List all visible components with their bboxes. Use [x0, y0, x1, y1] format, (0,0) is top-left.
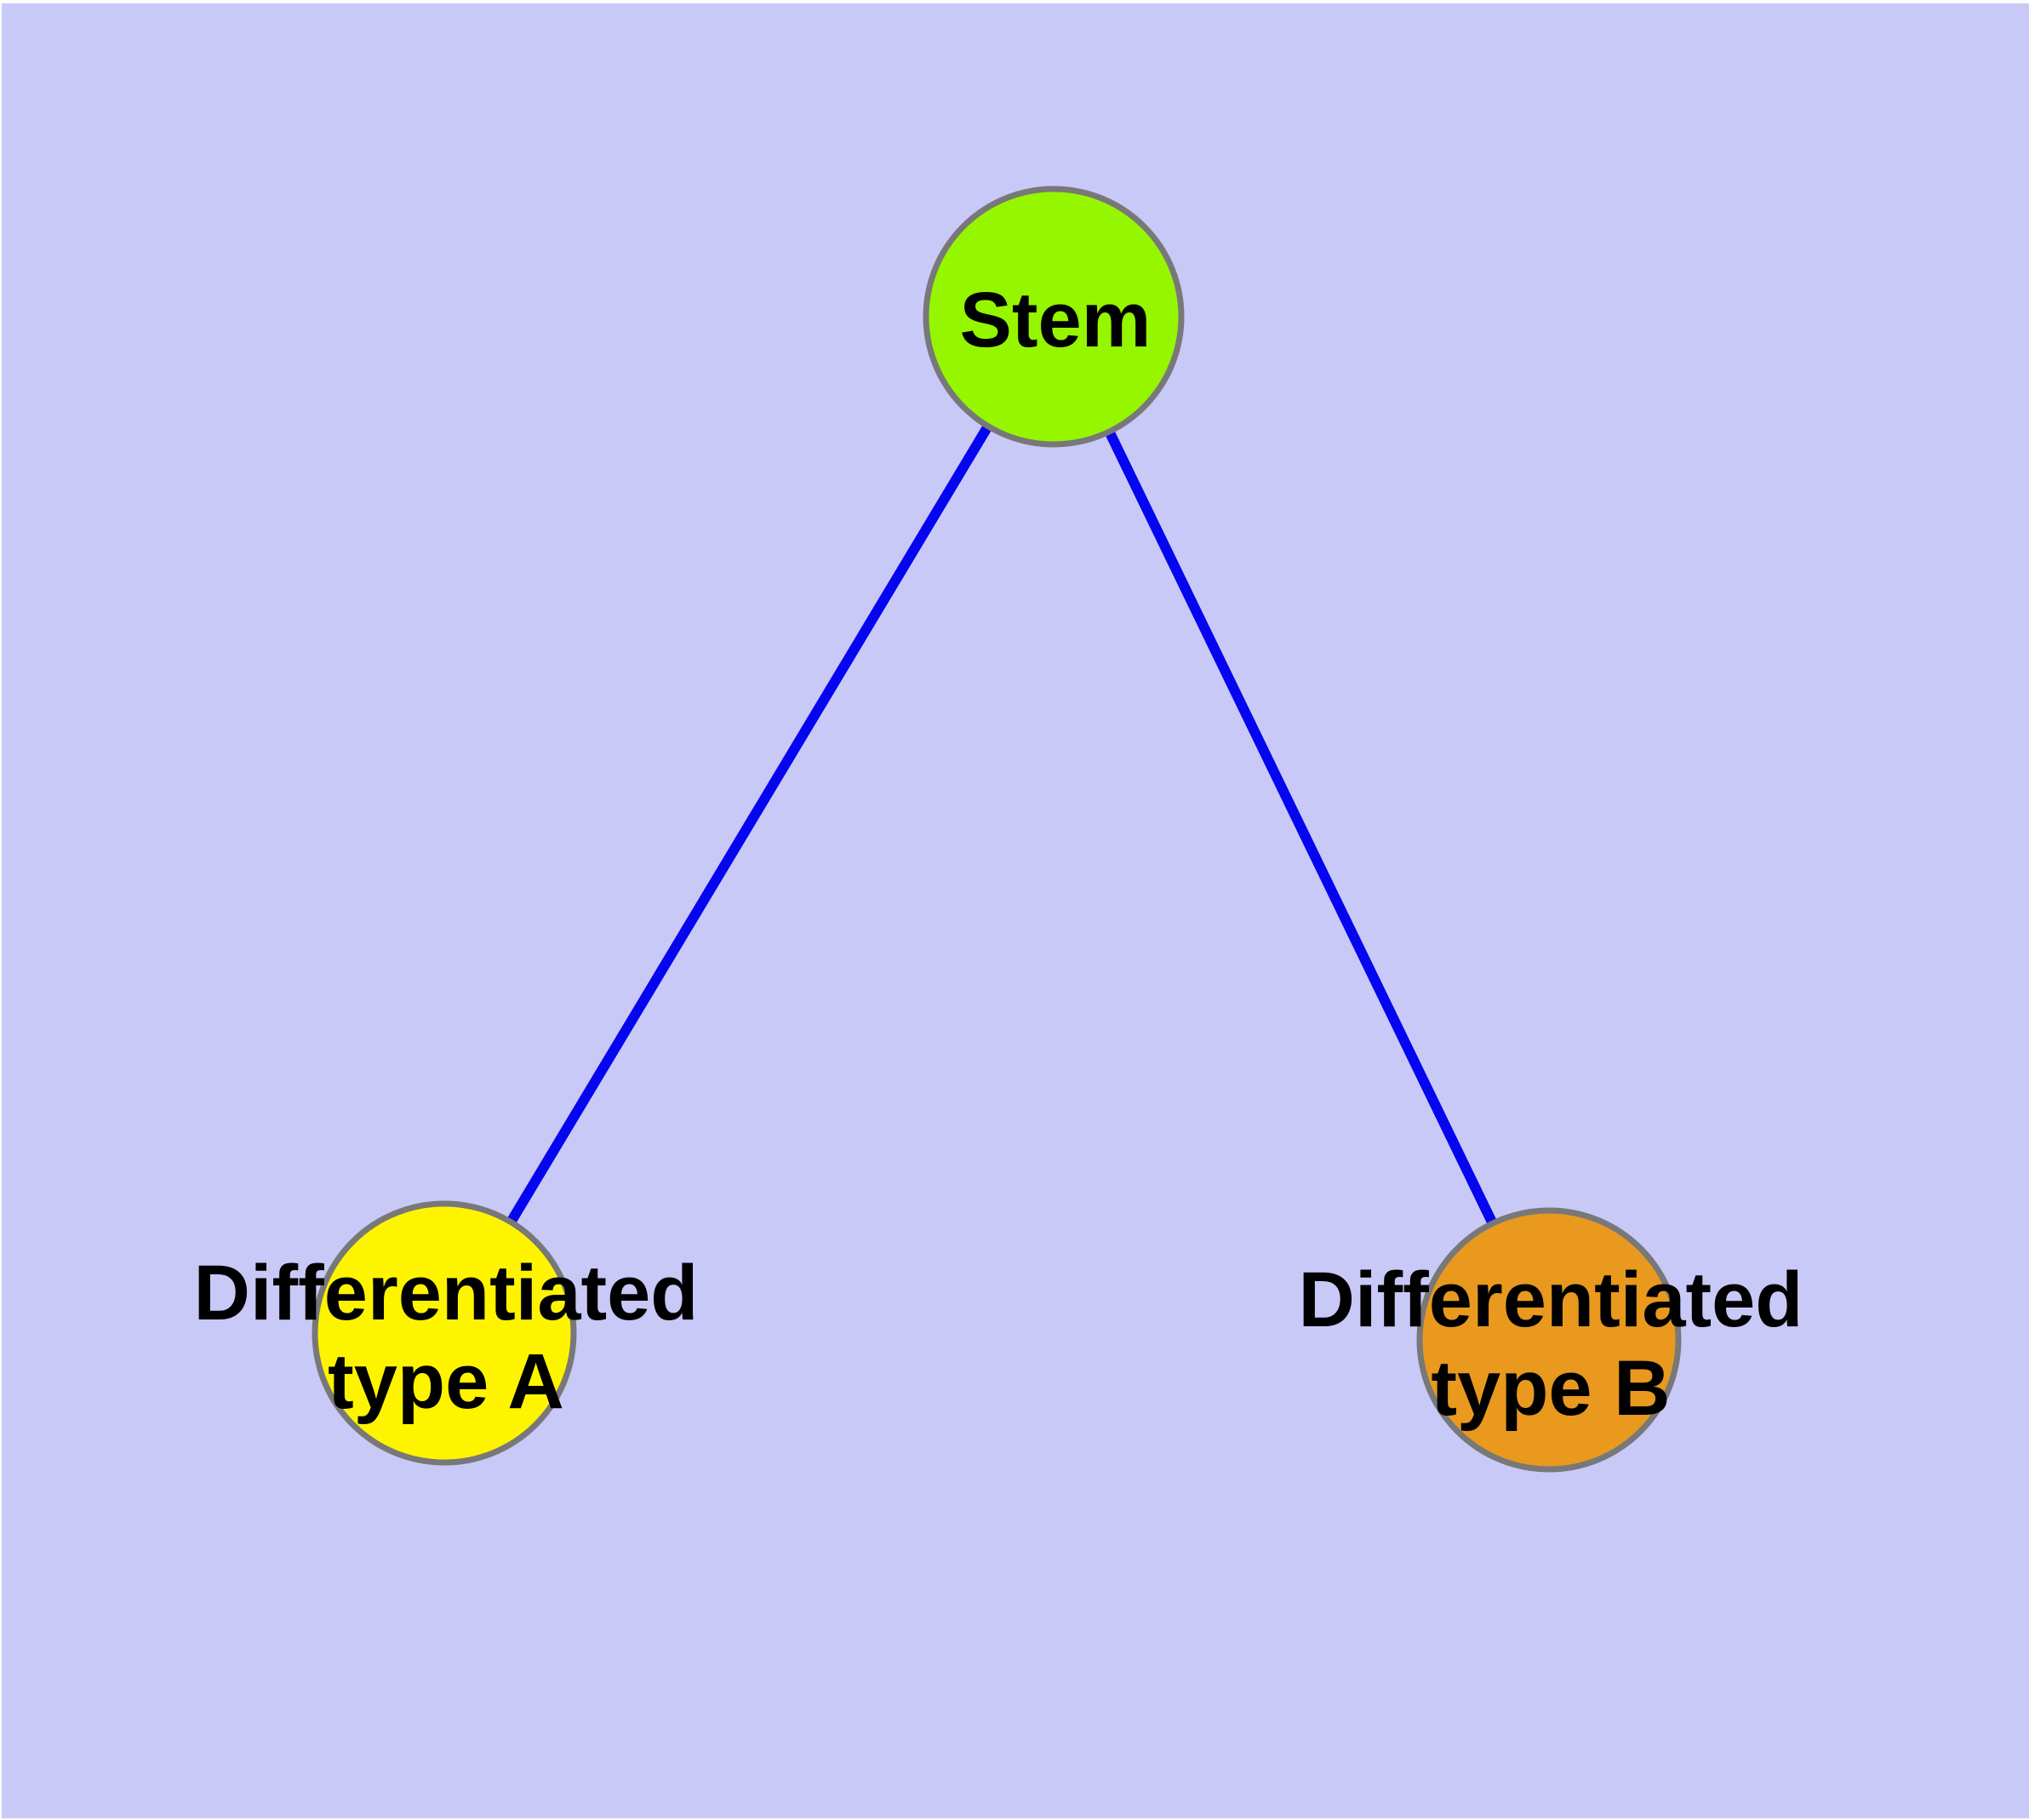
node-stem-circle[interactable]: [923, 186, 1185, 448]
node-type-b-circle[interactable]: [1416, 1207, 1682, 1473]
graph-canvas: Stem Differentiated type A Differentiate…: [2, 3, 2029, 1818]
node-type-a-circle[interactable]: [311, 1200, 577, 1466]
edge-stem-to-type-a: [439, 313, 1059, 1336]
graph-svg: [311, 186, 1682, 1473]
edge-stem-to-type-b: [1049, 314, 1554, 1342]
